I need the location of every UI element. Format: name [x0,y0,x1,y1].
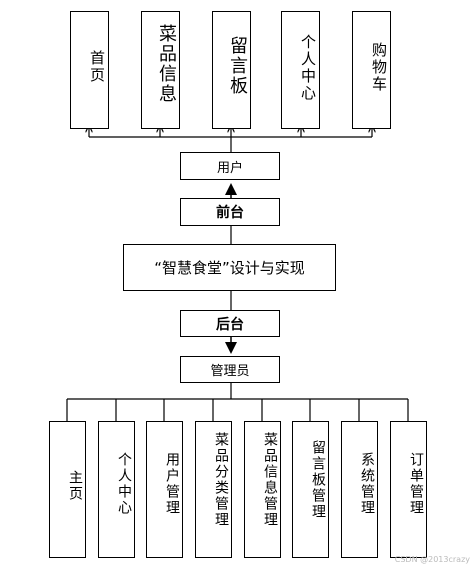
admin-module-order-management-label: 订单管理 [408,452,424,516]
system-box: “智慧食堂”设计与实现 [123,244,336,291]
module-message-board-label: 留言板 [227,36,248,96]
module-shopping-cart-label: 购物车 [370,42,388,93]
system-title: “智慧食堂”设计与实现 [154,259,305,277]
admin-module-message-board-management: 留言板管理 [292,421,329,558]
admin-module-system-management-label: 系统管理 [359,452,375,516]
admin-module-personal-center: 个人中心 [98,421,135,558]
admin-box: 管理员 [180,356,280,383]
back-box: 后台 [180,310,280,337]
admin-module-dish-category-management: 菜品分类管理 [195,421,232,558]
module-personal-center-label: 个人中心 [299,34,317,102]
module-dish-info: 菜品信息 [141,11,180,129]
front-label: 前台 [216,205,244,221]
admin-module-user-management-label: 用户管理 [164,452,180,516]
admin-module-message-board-management-label: 留言板管理 [310,440,326,520]
admin-module-dish-info-management-label: 菜品信息管理 [262,432,278,528]
user-box: 用户 [180,152,280,180]
module-personal-center: 个人中心 [281,11,320,129]
module-message-board: 留言板 [212,11,251,129]
user-label: 用户 [216,160,243,176]
admin-module-dish-info-management: 菜品信息管理 [244,421,281,558]
front-box: 前台 [180,198,280,226]
admin-module-main: 主页 [49,421,86,558]
module-dish-info-label: 菜品信息 [156,24,177,104]
module-shopping-cart: 购物车 [352,11,391,129]
admin-module-order-management: 订单管理 [390,421,427,558]
module-home-label: 首页 [88,50,106,84]
back-label: 后台 [216,316,244,333]
admin-module-system-management: 系统管理 [341,421,378,558]
admin-label: 管理员 [210,364,250,379]
admin-module-user-management: 用户管理 [146,421,183,558]
module-home: 首页 [70,11,109,129]
admin-module-main-label: 主页 [67,470,83,502]
admin-module-personal-center-label: 个人中心 [116,452,132,516]
admin-module-dish-category-management-label: 菜品分类管理 [213,432,229,528]
watermark: CSDN @2013crazy [394,555,470,564]
